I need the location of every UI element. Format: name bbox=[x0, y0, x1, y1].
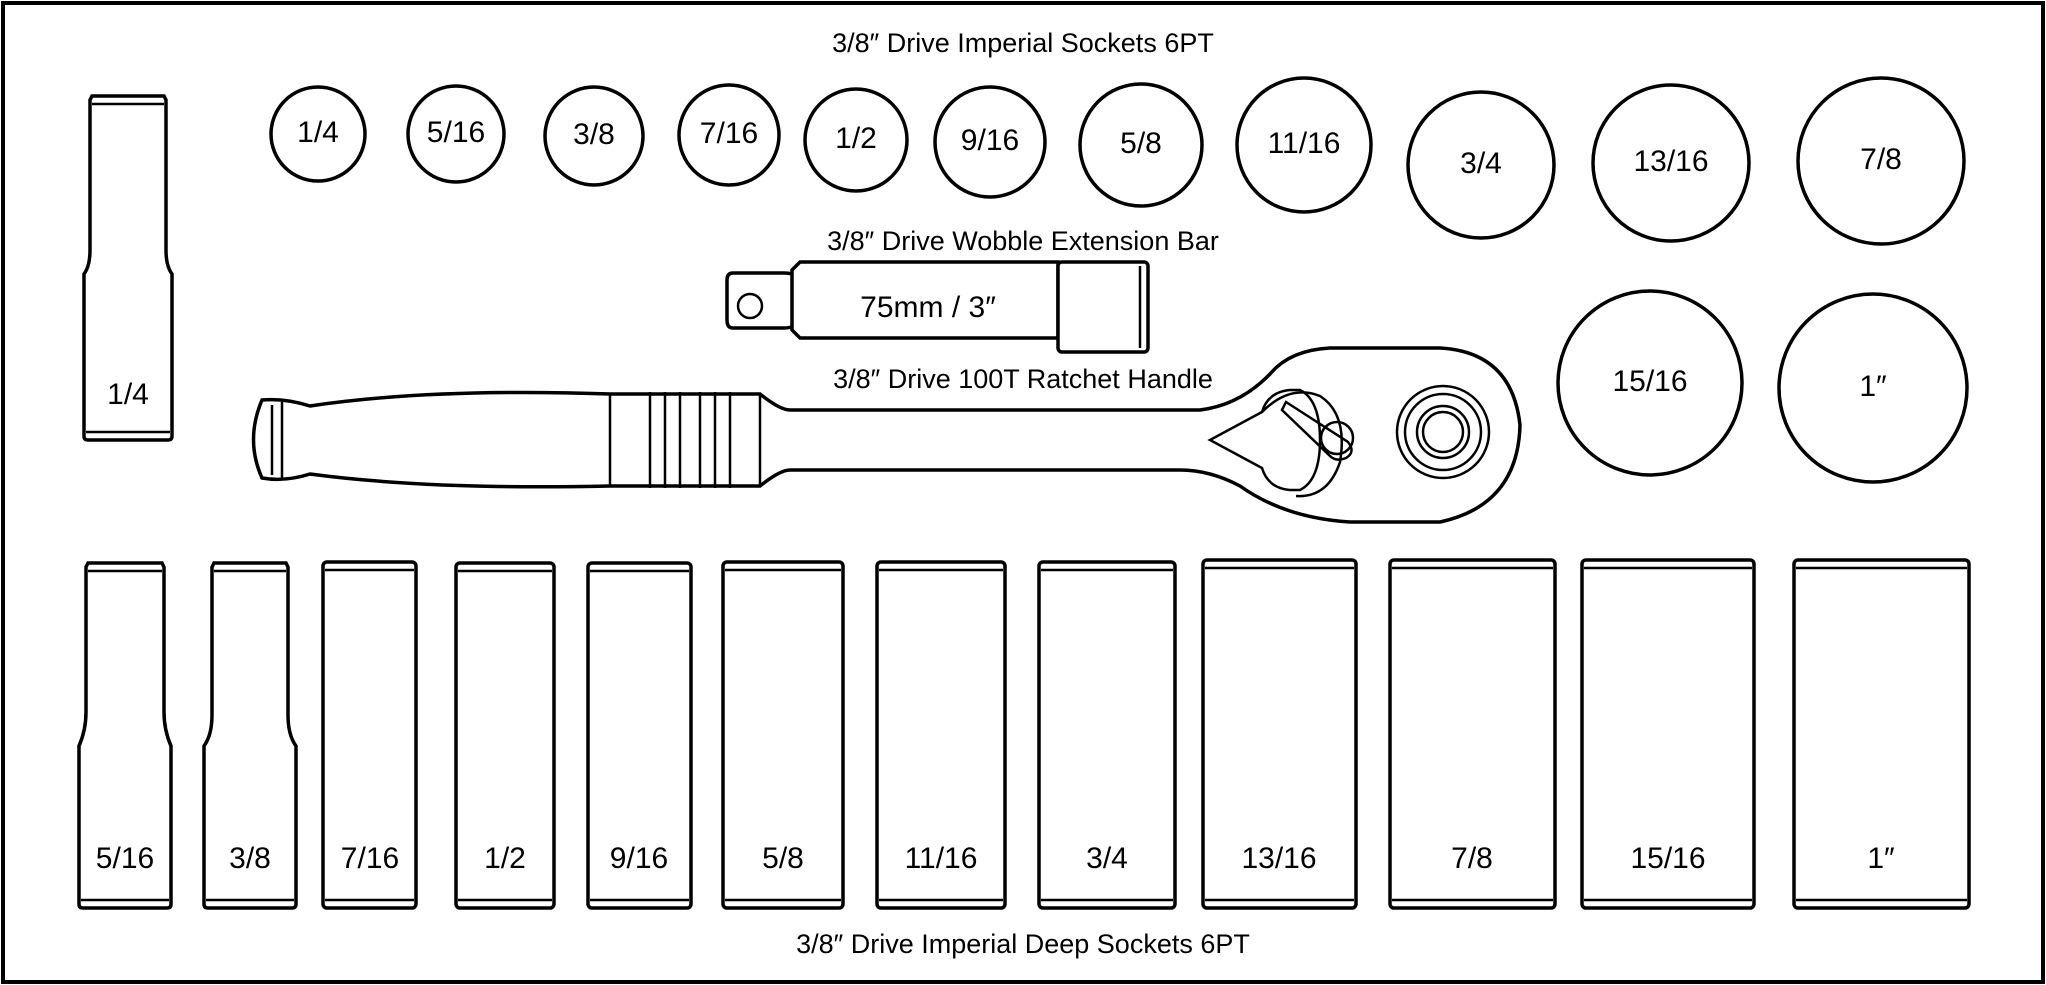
socket-label: 3/4 bbox=[1460, 147, 1502, 180]
sockets-group: 1/4 5/16 3/8 7/16 1/2 9/16 5/8 11/16 3/4… bbox=[269, 76, 1969, 484]
deep-socket-label: 7/16 bbox=[341, 842, 399, 875]
socket-5-8: 5/8 bbox=[1078, 82, 1204, 208]
left-deep-socket: 1/4 bbox=[82, 94, 174, 442]
socket-label: 1/2 bbox=[835, 122, 877, 155]
socket-label: 7/8 bbox=[1860, 143, 1902, 176]
left-deep-socket-label: 1/4 bbox=[107, 378, 149, 411]
deep-socket-label: 1″ bbox=[1867, 842, 1895, 875]
socket-label: 1/4 bbox=[297, 116, 339, 149]
socket-7-8: 7/8 bbox=[1796, 76, 1966, 246]
deep-socket-label: 7/8 bbox=[1451, 842, 1493, 875]
socket-7-16: 7/16 bbox=[677, 83, 781, 187]
deep-socket-5-16: 5/16 bbox=[77, 561, 173, 910]
extension-bar: 75mm / 3″ bbox=[725, 260, 1150, 354]
title-extension: 3/8″ Drive Wobble Extension Bar bbox=[827, 226, 1219, 256]
socket-label: 5/16 bbox=[427, 116, 485, 149]
deep-socket-7-16: 7/16 bbox=[321, 560, 418, 910]
deep-sockets-group: 5/16 3/8 7/16 1/2 9/16 bbox=[77, 558, 1971, 910]
deep-socket-label: 13/16 bbox=[1241, 842, 1316, 875]
deep-socket-label: 1/2 bbox=[484, 842, 526, 875]
socket-3-8: 3/8 bbox=[543, 85, 645, 187]
socket-label: 3/8 bbox=[573, 118, 615, 151]
deep-socket-7-8: 7/8 bbox=[1388, 558, 1557, 910]
socket-label: 15/16 bbox=[1612, 365, 1687, 398]
socket-label: 7/16 bbox=[700, 117, 758, 150]
socket-1-inch: 1″ bbox=[1777, 292, 1969, 484]
socket-label: 13/16 bbox=[1633, 145, 1708, 178]
deep-socket-5-8: 5/8 bbox=[721, 560, 845, 910]
socket-13-16: 13/16 bbox=[1591, 83, 1751, 243]
socket-label: 9/16 bbox=[961, 124, 1019, 157]
socket-11-16: 11/16 bbox=[1235, 76, 1373, 214]
deep-socket-9-16: 9/16 bbox=[586, 561, 693, 910]
title-deep-sockets: 3/8″ Drive Imperial Deep Sockets 6PT bbox=[796, 929, 1250, 959]
socket-label: 1″ bbox=[1859, 370, 1887, 403]
deep-socket-label: 15/16 bbox=[1630, 842, 1705, 875]
deep-socket-label: 9/16 bbox=[610, 842, 668, 875]
deep-socket-1-inch: 1″ bbox=[1792, 558, 1971, 910]
ratchet-handle bbox=[251, 346, 1522, 524]
socket-label: 11/16 bbox=[1268, 127, 1341, 160]
title-ratchet: 3/8″ Drive 100T Ratchet Handle bbox=[833, 364, 1213, 394]
socket-3-4: 3/4 bbox=[1406, 90, 1556, 240]
socket-1-4: 1/4 bbox=[269, 85, 367, 183]
extension-bar-label: 75mm / 3″ bbox=[860, 291, 996, 324]
deep-socket-3-4: 3/4 bbox=[1037, 560, 1177, 910]
socket-15-16: 15/16 bbox=[1556, 289, 1744, 477]
deep-socket-11-16: 11/16 bbox=[875, 560, 1007, 910]
socket-label: 5/8 bbox=[1120, 127, 1162, 160]
deep-socket-13-16: 13/16 bbox=[1201, 558, 1358, 910]
title-sockets: 3/8″ Drive Imperial Sockets 6PT bbox=[832, 28, 1214, 58]
deep-socket-label: 3/4 bbox=[1086, 842, 1128, 875]
socket-9-16: 9/16 bbox=[933, 85, 1047, 199]
deep-socket-label: 5/16 bbox=[96, 842, 154, 875]
socket-1-2: 1/2 bbox=[803, 87, 909, 193]
socket-5-16: 5/16 bbox=[406, 84, 506, 184]
deep-socket-label: 11/16 bbox=[905, 842, 978, 875]
deep-socket-label: 3/8 bbox=[229, 842, 271, 875]
deep-socket-3-8: 3/8 bbox=[202, 561, 298, 910]
deep-socket-label: 5/8 bbox=[762, 842, 804, 875]
deep-socket-15-16: 15/16 bbox=[1580, 558, 1756, 910]
deep-socket-1-2: 1/2 bbox=[454, 561, 556, 910]
